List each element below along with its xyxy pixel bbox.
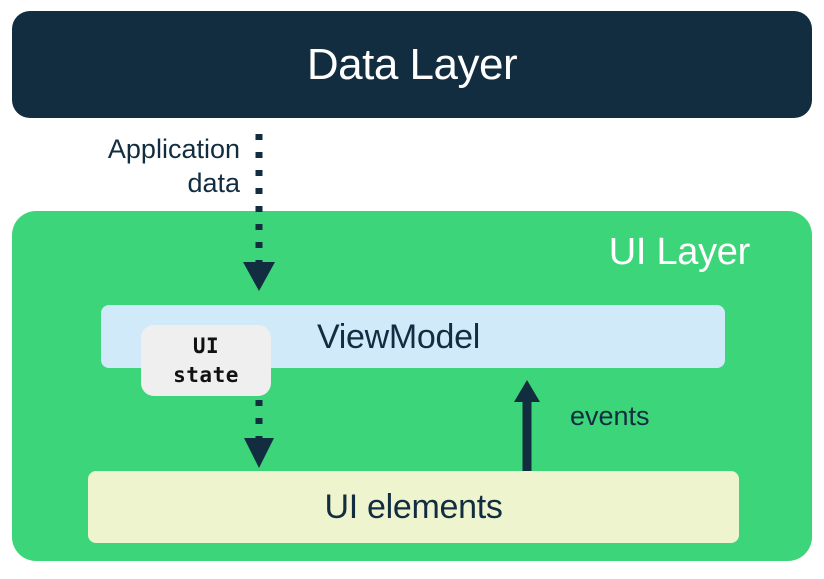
data-layer-title: Data Layer [306,39,518,89]
ui-state-chip: UI state [141,325,271,396]
ui-elements-label: UI elements [324,488,503,526]
viewmodel-label: ViewModel [317,317,480,356]
application-data-label-line1: Application [107,134,240,164]
ui-layer-box: UI Layer ViewModel UI state events UI el… [12,211,812,561]
ui-state-chip-line1: UI [192,334,220,359]
application-data-label: Application data [48,133,240,201]
ui-layer-title: UI Layer [608,231,751,273]
ui-state-chip-line2: state [173,362,239,387]
events-label: events [570,401,650,431]
ui-elements-box: UI elements [88,471,739,543]
application-data-label-line2: data [187,167,240,198]
data-layer-box: Data Layer [12,11,812,118]
